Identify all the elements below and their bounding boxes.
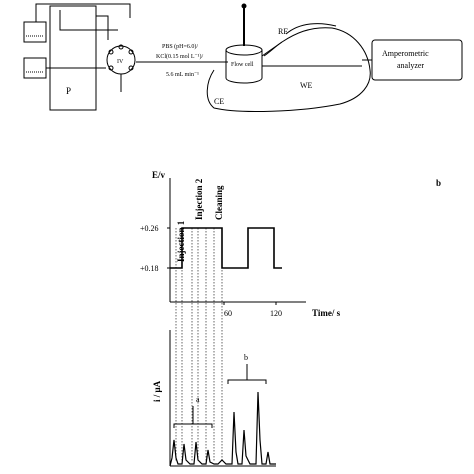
analyzer-box — [371, 39, 463, 81]
panel-b-label: b — [436, 178, 441, 188]
potential-plot — [167, 178, 306, 305]
annotation-cleaning: Cleaning — [214, 185, 224, 220]
potential-waveform — [170, 227, 282, 269]
potential-x-axis-label: Time/ s — [312, 308, 341, 318]
valve-port-5 — [108, 65, 114, 71]
we-label: WE — [300, 81, 313, 90]
potential-y-axis-label: E/v — [152, 170, 166, 180]
pump-box — [49, 5, 97, 111]
apparatus-diagram — [23, 3, 463, 112]
tubing-return — [59, 10, 118, 31]
flow-cell-top — [225, 44, 263, 56]
ce-label: CE — [214, 97, 224, 106]
flow-conditions-line1: PBS (pH=6.0)/ — [162, 43, 198, 50]
annotation-injection-2: Injection 2 — [194, 178, 204, 220]
current-plot — [169, 330, 276, 467]
tubing-top-loop — [35, 3, 131, 22]
valve-port-2 — [128, 49, 134, 55]
support-outline — [206, 27, 371, 112]
reference-rod-tip — [241, 3, 247, 9]
support-finger — [285, 23, 337, 35]
rf-label: RF — [278, 27, 288, 36]
flow-cell-label: Flow cell — [231, 62, 254, 68]
tubing-upper — [96, 15, 109, 40]
group-a-label: a — [196, 395, 200, 404]
flow-conditions-line2: KCl(0.15 mol L⁻¹)/ — [156, 53, 203, 60]
valve-port-1 — [118, 44, 124, 50]
beaker-top — [23, 21, 47, 43]
pump-label: P — [66, 86, 71, 96]
valve-label: IV — [117, 59, 124, 65]
y-tick-high-label: +0.26 — [140, 224, 159, 233]
analyzer-line2: analyzer — [397, 61, 424, 70]
time-guides — [175, 228, 223, 462]
annotation-injection-1: Injection 1 — [176, 220, 186, 262]
x-tick-120-label: 120 — [270, 309, 282, 318]
current-trace — [169, 391, 276, 467]
flow-conditions-line3: 5.6 mL min⁻¹ — [166, 72, 199, 78]
valve-port-3 — [128, 65, 134, 71]
group-b-label: b — [244, 353, 248, 362]
flow-cell-bottom — [225, 77, 263, 84]
rf-wire — [261, 41, 283, 57]
current-y-axis-label: i / μA — [152, 380, 162, 402]
bracket-b — [227, 379, 267, 384]
y-tick-low-label: +0.18 — [140, 264, 159, 273]
analyzer-line1: Amperometric — [382, 49, 429, 58]
valve-port-4 — [108, 49, 114, 55]
x-tick-60-label: 60 — [224, 309, 232, 318]
beaker-bottom — [23, 57, 47, 79]
